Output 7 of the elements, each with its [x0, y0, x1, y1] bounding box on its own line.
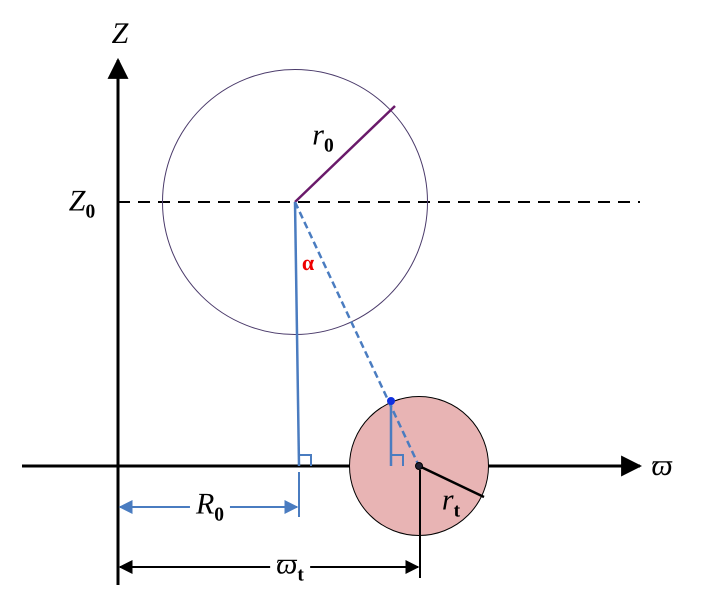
large-circle	[162, 69, 428, 335]
angle-label: α	[302, 252, 314, 274]
axis-label: ϖ	[650, 451, 674, 481]
radius-label: r$_{t}$	[442, 485, 460, 521]
radius-label: r$_{0}$	[312, 120, 334, 156]
axis-label: Z$_{0}$	[68, 186, 96, 222]
axis-label: Z	[110, 19, 130, 49]
